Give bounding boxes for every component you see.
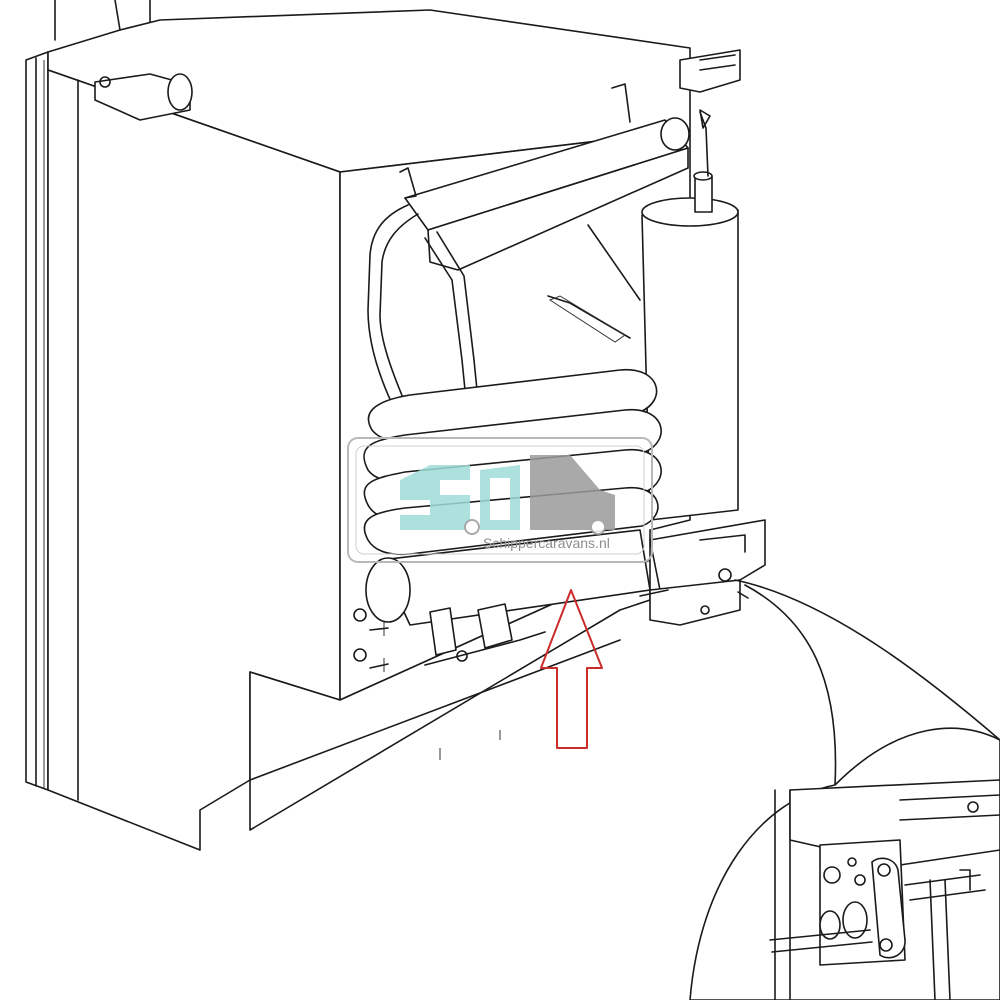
red-arrow-up-icon	[540, 589, 603, 749]
watermark-logo-icon	[400, 455, 615, 535]
detail-callout	[689, 579, 1000, 1000]
watermark-text: Schippercaravans.nl	[483, 535, 610, 551]
watermark: Schippercaravans.nl	[347, 437, 653, 563]
condenser-tube	[399, 83, 690, 271]
absorber-vessel	[641, 109, 739, 521]
watermark-frame	[347, 437, 653, 563]
